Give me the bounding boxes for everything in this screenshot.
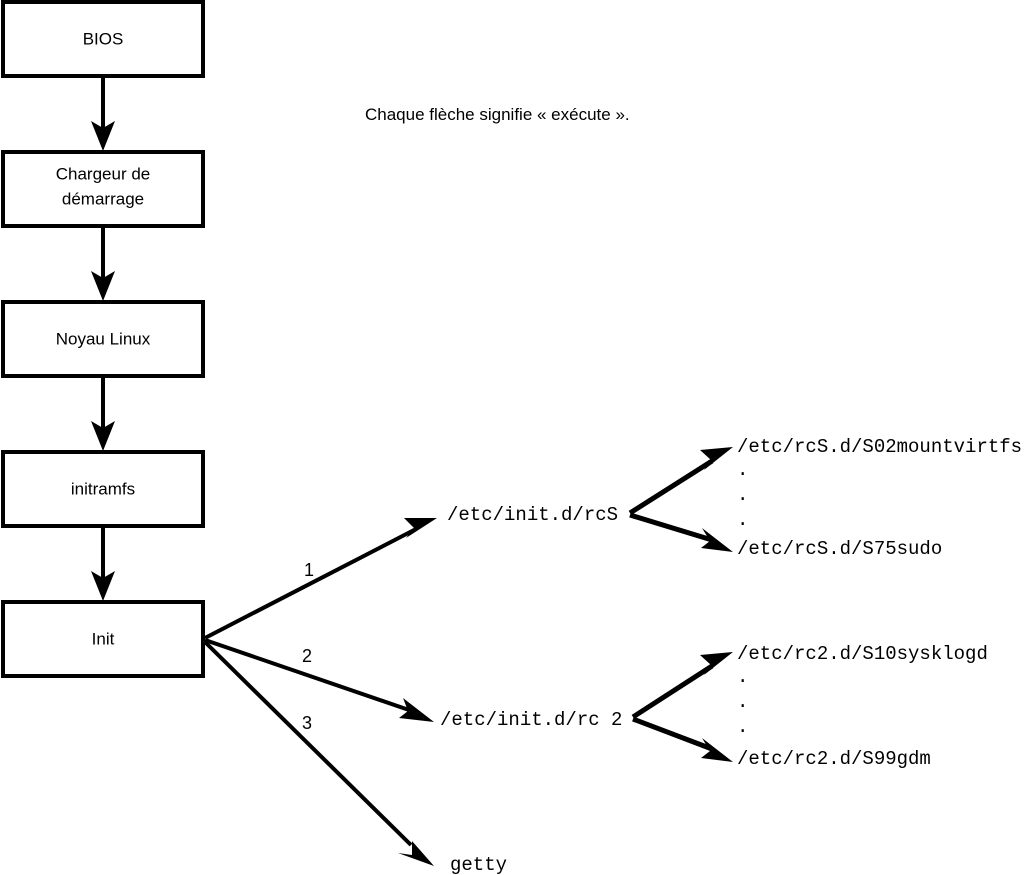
label-rc2-d-s99gdm: /etc/rc2.d/S99gdm: [737, 748, 931, 770]
arrowhead-bootloader-kernel: [91, 271, 115, 301]
arrow-rcs-to-s75sudo: [629, 512, 733, 552]
arrow-init-to-rc2: [204, 638, 434, 722]
label-rc2-d-s10sysklogd: /etc/rc2.d/S10sysklogd: [737, 643, 988, 665]
rc2-ellipsis-dot-2: .: [737, 691, 748, 713]
rcs-ellipsis-dot-1: .: [737, 459, 748, 481]
rcs-ellipsis-dot-3: .: [737, 509, 748, 531]
bios-label: BIOS: [83, 29, 124, 48]
node-bios: BIOS: [1, 0, 205, 78]
arrowhead-init-rcs: [404, 518, 437, 538]
branch-number-1: 1: [304, 560, 314, 580]
bootloader-box-outline: [1, 150, 205, 228]
rcs-ellipsis-dot-2: .: [737, 484, 748, 506]
initramfs-label: initramfs: [71, 479, 135, 498]
arrowhead-bios-bootloader: [91, 121, 115, 151]
node-init: Init: [1, 600, 205, 678]
arrow-rc2-to-s10sysklogd: [631, 652, 733, 720]
bootloader-label-line2: démarrage: [62, 189, 144, 208]
arrowhead-init-getty: [398, 841, 434, 866]
node-initramfs: initramfs: [1, 450, 205, 528]
branch-number-3: 3: [302, 713, 312, 733]
bootloader-label-line1: Chargeur de: [56, 164, 151, 183]
kernel-box-outline: [1, 300, 205, 378]
bios-box-outline: [1, 0, 205, 78]
arrowhead-initramfs-init: [91, 571, 115, 601]
arrowhead-init-rc2: [399, 698, 434, 722]
arrow-rcs-to-s02mountvirtfs: [628, 447, 733, 516]
kernel-label: Noyau Linux: [56, 329, 151, 348]
label-rcs-d-s75sudo: /etc/rcS.d/S75sudo: [737, 538, 942, 560]
diagram-caption: Chaque flèche signifie « exécute ».: [365, 105, 630, 124]
arrowhead-rc2-s99: [701, 738, 733, 762]
arrowhead-rc2-s10: [700, 652, 733, 675]
rc2-ellipsis-dot-1: .: [737, 666, 748, 688]
arrow-initramfs-to-init: [91, 527, 115, 601]
arrow-init-to-rcs: [204, 518, 437, 640]
label-rcs-d-s02mountvirtfs: /etc/rcS.d/S02mountvirtfs: [737, 436, 1022, 458]
arrowhead-kernel-initramfs: [91, 421, 115, 451]
arrowhead-rcs-s02: [700, 447, 733, 470]
arrow-kernel-to-initramfs: [91, 377, 115, 451]
rc2-ellipsis-dot-3: .: [737, 716, 748, 738]
node-kernel: Noyau Linux: [1, 300, 205, 378]
label-etc-initd-rc2: /etc/init.d/rc 2: [440, 709, 622, 731]
label-getty: getty: [450, 854, 507, 875]
arrow-bootloader-to-kernel: [91, 227, 115, 301]
arrowhead-rcs-s75: [701, 528, 733, 552]
init-box-outline: [1, 600, 205, 678]
node-bootloader: Chargeur de démarrage: [1, 150, 205, 228]
initramfs-box-outline: [1, 450, 205, 528]
branch-number-2: 2: [302, 646, 312, 666]
arrow-init-to-getty: [203, 640, 434, 866]
arrow-rc2-to-s99gdm: [632, 716, 733, 762]
init-label: Init: [92, 629, 115, 648]
label-etc-initd-rcs: /etc/init.d/rcS: [447, 504, 618, 526]
arrow-bios-to-bootloader: [91, 77, 115, 151]
